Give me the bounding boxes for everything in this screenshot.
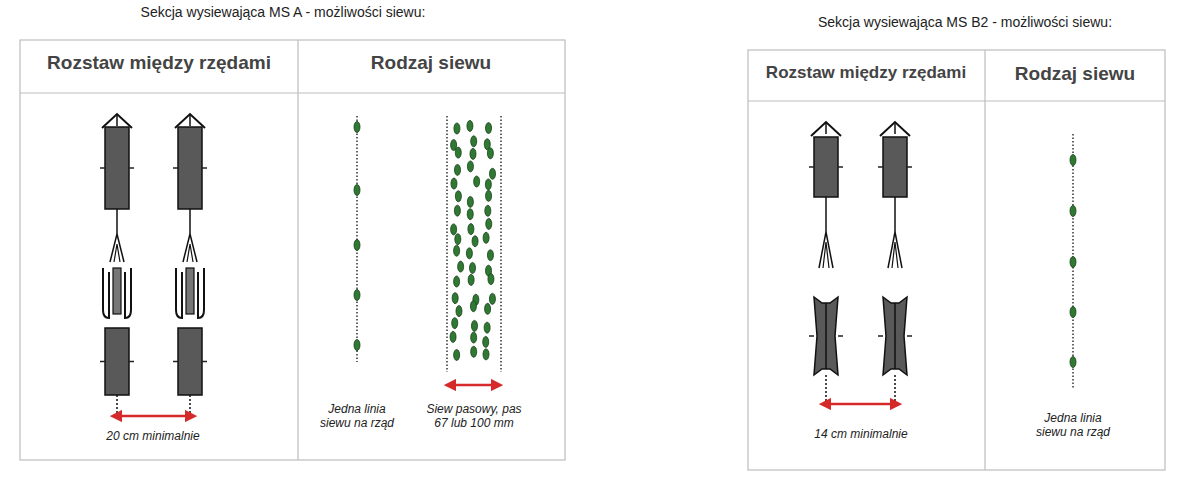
- seed: [467, 120, 473, 131]
- column-header: Rodzaj siewu: [987, 63, 1163, 85]
- seed: [471, 332, 477, 343]
- seeding-unit: [100, 114, 134, 416]
- column-header: Rodzaj siewu: [301, 52, 561, 74]
- seed: [454, 276, 460, 287]
- seed: [466, 248, 472, 259]
- seed: [485, 179, 491, 190]
- seeding-unit: [809, 122, 843, 404]
- seed: [487, 148, 493, 159]
- seed: [486, 218, 492, 229]
- dimension-arrow: [116, 415, 191, 418]
- seed: [468, 224, 474, 235]
- seed: [455, 234, 461, 245]
- seed: [472, 236, 478, 247]
- dimension-arrow: [450, 384, 497, 387]
- seed: [483, 232, 489, 243]
- seed: [488, 274, 494, 285]
- seed: [354, 122, 360, 133]
- seed: [474, 176, 480, 187]
- seed: [454, 205, 460, 216]
- dimension-arrow: [825, 403, 896, 406]
- seed: [490, 168, 496, 179]
- seed: [354, 340, 360, 351]
- seed: [455, 191, 461, 202]
- seed-row-line: [500, 116, 502, 372]
- seed-row-line: [356, 116, 358, 362]
- seed: [354, 240, 360, 251]
- seed: [454, 245, 460, 256]
- seed: [483, 336, 489, 347]
- panel-title: Sekcja wysiewająca MS B2 - możliwości si…: [755, 14, 1175, 30]
- seed: [354, 185, 360, 196]
- seed: [485, 205, 491, 216]
- seed: [486, 123, 492, 134]
- seed: [1070, 155, 1076, 166]
- seed: [455, 147, 461, 158]
- seed-row-line: [446, 116, 448, 372]
- sowing-type-label: Jedna linia siewu na rząd: [317, 403, 397, 431]
- seed: [467, 161, 473, 172]
- seed: [470, 262, 476, 273]
- column-header: Rozstaw między rzędami: [749, 63, 983, 83]
- seed: [451, 224, 457, 235]
- dimension-label: 14 cm minimalnie: [791, 428, 931, 442]
- seed: [471, 136, 477, 147]
- seeding-unit: [878, 122, 912, 404]
- seed: [471, 320, 477, 331]
- seed: [1070, 206, 1076, 217]
- seed: [354, 290, 360, 301]
- seed: [454, 164, 460, 175]
- seed: [452, 293, 458, 304]
- seed: [452, 318, 458, 329]
- seed: [471, 346, 477, 357]
- seed: [487, 250, 493, 261]
- seed: [470, 148, 476, 159]
- seed: [467, 209, 473, 220]
- panel-title: Sekcja wysiewająca MS A - możliwości sie…: [73, 4, 493, 20]
- seed: [454, 349, 460, 360]
- seed: [467, 196, 473, 207]
- sowing-type-label: Jedna linia siewu na rząd: [1033, 412, 1113, 440]
- seed: [489, 293, 495, 304]
- table-frame: [20, 40, 565, 460]
- seeding-unit: [173, 114, 207, 416]
- dimension-label: 20 cm minimalnie: [83, 430, 223, 444]
- seed: [451, 178, 457, 189]
- seed: [470, 301, 476, 312]
- seed: [456, 306, 462, 317]
- seed: [450, 331, 456, 342]
- seed: [1070, 307, 1076, 318]
- seed: [1070, 357, 1076, 368]
- table-frame: [748, 50, 1165, 470]
- seed: [1070, 257, 1076, 268]
- seed: [454, 123, 460, 134]
- column-header: Rozstaw między rzędami: [23, 52, 295, 74]
- seed: [458, 261, 464, 272]
- sowing-type-label: Siew pasowy, pas 67 lub 100 mm: [419, 403, 529, 431]
- seed: [468, 274, 474, 285]
- seed: [484, 322, 490, 333]
- seed: [483, 349, 489, 360]
- seed: [486, 190, 492, 201]
- seed: [485, 303, 491, 314]
